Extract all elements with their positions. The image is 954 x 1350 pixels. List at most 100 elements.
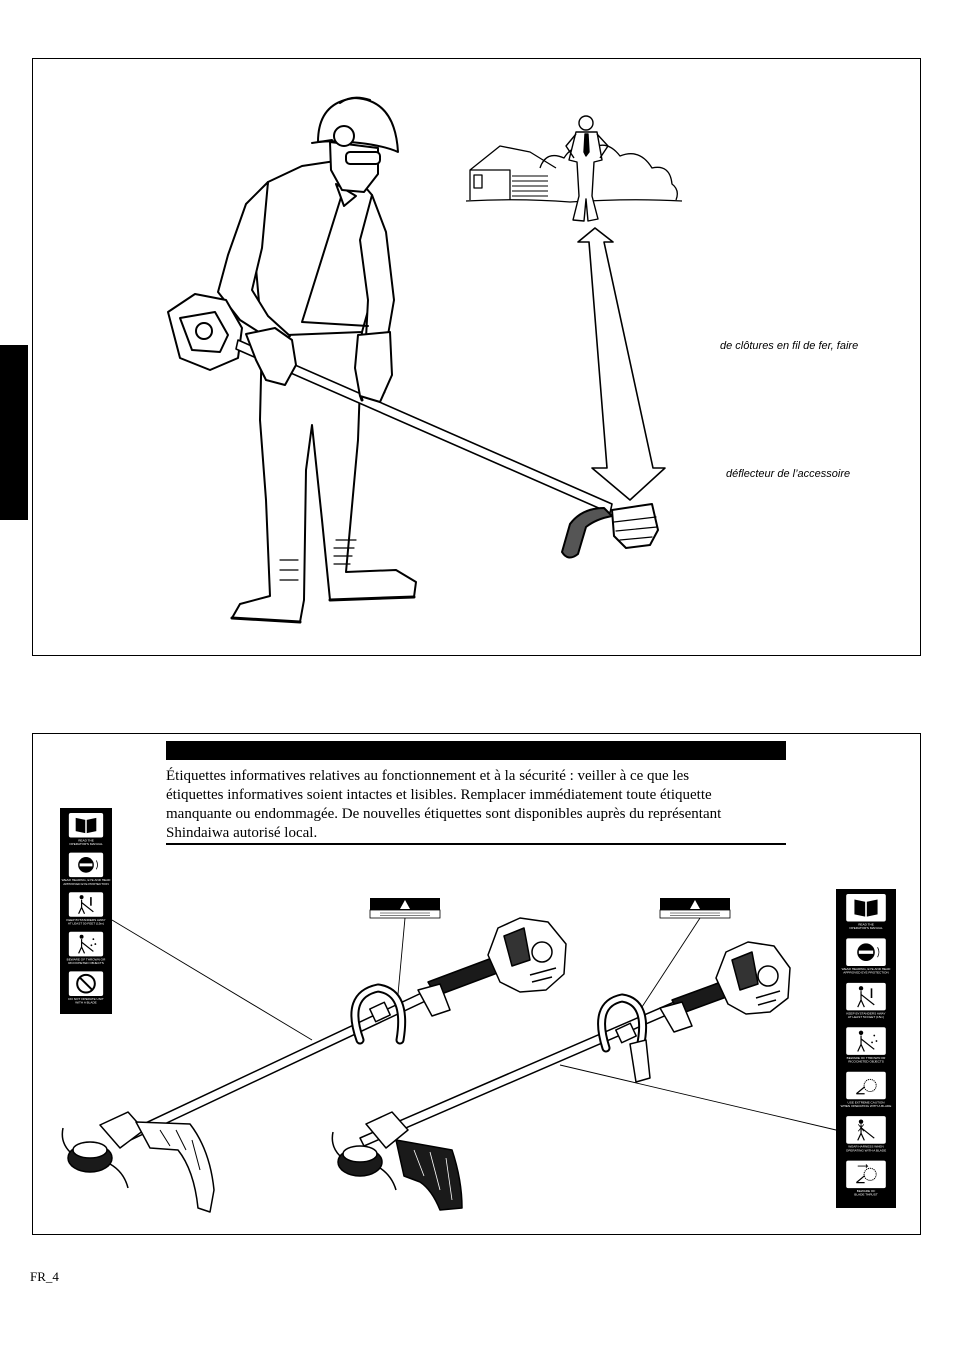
- thrust-arrow: [857, 1164, 869, 1169]
- person-body: [78, 939, 94, 954]
- intro-line: Shindaiwa autorisé local.: [166, 825, 318, 841]
- cutting-head-rings: [613, 516, 658, 541]
- book-icon: [846, 894, 886, 922]
- label-caption-line: BEWARE OF: [857, 1189, 876, 1193]
- blade-disc: [863, 1167, 877, 1181]
- warning-triangle-icon: [400, 900, 410, 909]
- debris-shield: [135, 1121, 215, 1213]
- bystander-head: [578, 115, 594, 131]
- decal-warning-2: [659, 898, 731, 919]
- engine-detail: [179, 311, 229, 353]
- icon-frame: [846, 1116, 886, 1144]
- label-caption-line: DO NOT OPERATE UNIT: [68, 997, 104, 1001]
- person-head: [79, 895, 84, 900]
- handle-grip-extension: [629, 1039, 651, 1083]
- intro-line: étiquettes informatives soient intactes …: [166, 787, 712, 803]
- trimmer-head-top: [342, 1145, 378, 1163]
- goggles-shape: [79, 863, 93, 867]
- label-caption-line: APPROVED EYE PROTECTION: [63, 882, 108, 886]
- icon-frame: [846, 1071, 886, 1100]
- label-caption-line: READ THE: [78, 839, 94, 843]
- figure-caption-deflector: déflecteur de l’accessoire: [726, 468, 851, 480]
- helmet-ridge: [311, 96, 371, 144]
- head-protection-icon: [846, 938, 886, 966]
- handle-clamp: [615, 1022, 637, 1044]
- warning-triangle-icon: [690, 900, 700, 909]
- fuel-cap: [757, 965, 779, 987]
- person-body: [857, 991, 875, 1008]
- label-caption-line: AT LEAST 50 FEET (15m): [848, 1015, 884, 1019]
- engine-fins: [529, 967, 557, 983]
- person-body: [857, 1035, 875, 1052]
- leader-line: [559, 1064, 837, 1131]
- gear-head: [365, 1111, 409, 1149]
- shield-ribs: [159, 1129, 201, 1171]
- trimmer-deflector: [561, 507, 613, 559]
- safety-labels-frame: [32, 733, 921, 1235]
- bystander-tie: [583, 133, 590, 157]
- section-header-bar: [166, 741, 786, 760]
- label-caption-line: RICOCHETED OBJECTS: [68, 961, 104, 965]
- safety-goggles: [345, 151, 381, 165]
- cutting-head: [611, 503, 659, 549]
- person-body: [78, 899, 94, 915]
- icon-frame: [846, 1027, 886, 1055]
- person-head: [858, 986, 864, 991]
- person-head: [858, 1119, 864, 1124]
- bystanders-icon: [846, 982, 886, 1011]
- house-outline: [469, 145, 557, 200]
- label-caption-line: BLADE THRUST: [854, 1193, 878, 1197]
- icon-frame: [68, 931, 104, 957]
- trimmer-line: [331, 1131, 397, 1191]
- label-caption-line: USE EXTREME CAUTION: [848, 1100, 885, 1104]
- label-caption-line: WEAR HEARING, EYE AND HEAD: [62, 878, 112, 882]
- intro-rule: [166, 843, 786, 845]
- engine-shroud: [503, 927, 531, 967]
- debris-dot: [92, 938, 95, 941]
- operator-figure: [167, 96, 659, 624]
- label-caption-line: KEEP BYSTANDERS AWAY: [846, 1011, 885, 1015]
- label-caption-line: WITH A BLADE: [75, 1001, 97, 1005]
- prohibition-circle: [76, 973, 96, 994]
- ground-line: [465, 199, 683, 203]
- book-icon: [68, 813, 104, 838]
- operator-figure-frame: [32, 58, 921, 656]
- book-page-left: [854, 899, 866, 917]
- thrown-objects-icon: [846, 1027, 886, 1055]
- trouser-shading: [230, 539, 416, 624]
- gear-head: [99, 1111, 145, 1149]
- leader-line: [396, 917, 406, 1006]
- fuel-cap: [531, 941, 553, 963]
- front-glove: [354, 331, 393, 403]
- debris-dot: [875, 1040, 878, 1042]
- no-blade-icon: [68, 971, 104, 996]
- loop-handle-inner: [599, 995, 646, 1051]
- head-protection-icon: [68, 852, 104, 878]
- intro-line: Étiquettes informatives relatives au fon…: [166, 768, 690, 784]
- debris-dot: [94, 943, 97, 945]
- decal-fine-print: [380, 912, 430, 916]
- shield-ribs: [413, 1149, 453, 1201]
- trimmer-line: [61, 1127, 129, 1189]
- leader-line: [111, 919, 313, 1041]
- leader-lines: [111, 917, 837, 1131]
- engine-cap: [195, 322, 213, 340]
- debris-shield: [395, 1139, 463, 1211]
- figure-caption-fences: de clôtures en fil de fer, faire: [720, 340, 859, 352]
- blade-caution-icon: [846, 1071, 886, 1100]
- bystander-figure: [565, 115, 609, 222]
- label-caption-line: OPERATOR'S MANUAL: [849, 926, 883, 930]
- decal-fine-print: [670, 912, 720, 916]
- section-tab: [0, 345, 28, 520]
- prohibition-slash: [79, 976, 93, 991]
- decal-warning-1: [369, 898, 441, 919]
- page-number: FR_4: [30, 1269, 59, 1284]
- harness-straps: [857, 1124, 865, 1132]
- house-siding: [512, 175, 548, 197]
- debris-dot: [90, 944, 93, 947]
- label-caption-line: AT LEAST 50 FEET (15m): [68, 921, 104, 925]
- person-head: [79, 934, 84, 939]
